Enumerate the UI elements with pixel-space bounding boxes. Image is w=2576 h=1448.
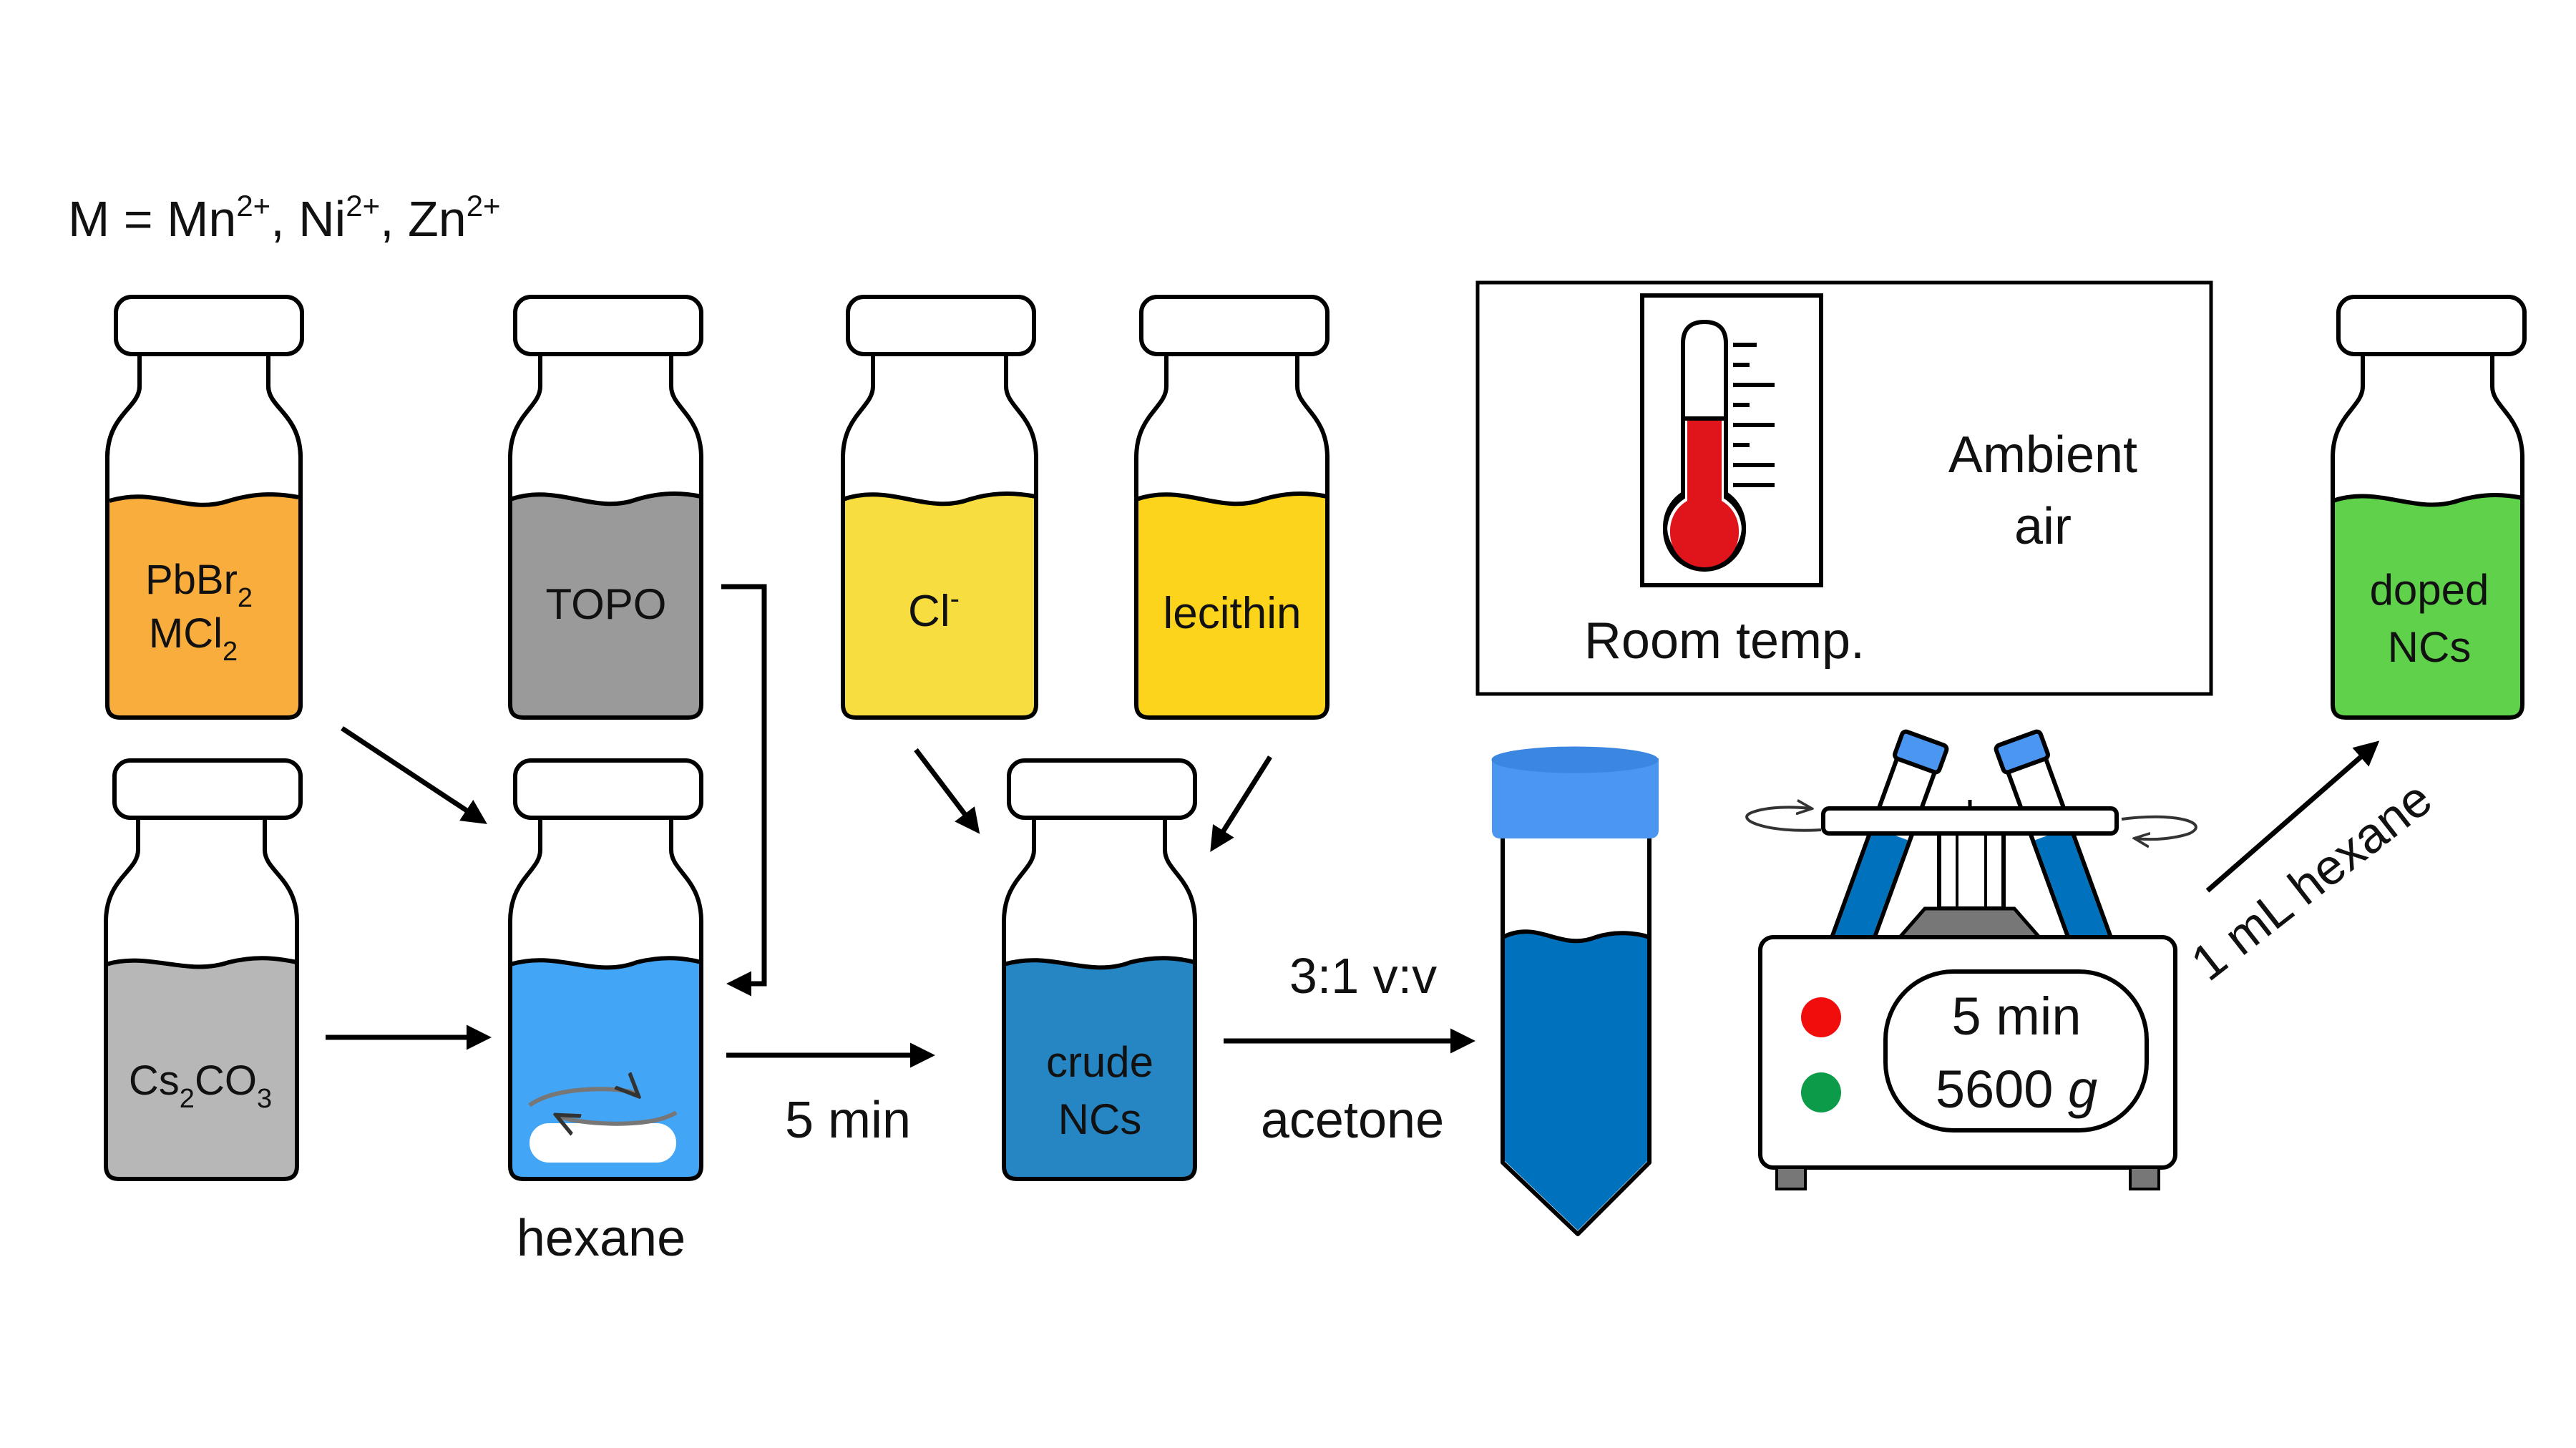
reaction-time-label: 5 min [785, 1092, 911, 1149]
doped-ncs-vial: doped NCs [2331, 295, 2527, 720]
precursor-label-mcl2: MCl2 [149, 610, 238, 667]
thermometer-icon [1640, 293, 1823, 587]
lecithin-label: lecithin [1163, 589, 1302, 638]
conditions-box: Room temp. Ambient air [1475, 280, 2213, 696]
rotation-arrow-icon [1745, 807, 1822, 832]
stirring-arrow-icon [528, 1089, 637, 1107]
precursor-vial: PbBr2 MCl2 [105, 295, 304, 720]
centrifuge: 5 min 5600 g [1745, 729, 2197, 1190]
antisolvent-ratio-label: 3:1 v:v [1289, 948, 1437, 1004]
room-temp-label: Room temp. [1584, 612, 1865, 670]
chloride-vial: Cl- [841, 295, 1038, 720]
arrow-centrifuge-to-doped [2205, 740, 2380, 893]
centrifuge-display [1883, 969, 2149, 1133]
ambient-air-label-line2: air [2014, 498, 2072, 555]
topo-vial: TOPO [508, 295, 703, 720]
metal-dopant-definition: M = Mn2+, Ni2+, Zn2+ [68, 189, 501, 247]
crude-ncs-label-line1: crude [1046, 1038, 1153, 1086]
reaction-vial: hexane [508, 758, 703, 1267]
lecithin-vial: lecithin [1134, 295, 1330, 720]
doped-ncs-label-line1: doped [2370, 566, 2489, 614]
stir-bar [530, 1123, 676, 1163]
arrow-topo-to-reaction [721, 584, 767, 997]
red-indicator-light [1801, 997, 1841, 1037]
crude-ncs-label-line2: NCs [1058, 1095, 1142, 1143]
arrow-chloride-to-crude [914, 748, 980, 834]
flow-arrows [326, 584, 2380, 1068]
cesium-carbonate-label: Cs2CO3 [129, 1057, 272, 1114]
ambient-air-label-line1: Ambient [1948, 426, 2137, 484]
rotation-arrow-icon [2121, 815, 2197, 839]
cesium-carbonate-vial: Cs2CO3 [104, 758, 303, 1181]
crude-ncs-vial: crude NCs [1002, 758, 1197, 1181]
topo-label: TOPO [546, 580, 667, 628]
tube-cap [1492, 758, 1659, 838]
stirring-arrow-icon [558, 1110, 678, 1124]
arrow-precursor-to-reaction [341, 726, 487, 824]
reaction-solvent-caption: hexane [517, 1210, 686, 1267]
centrifuge-speed-label: 5600 g [1936, 1060, 2097, 1119]
doped-ncs-label-line2: NCs [2388, 623, 2472, 671]
green-indicator-light [1801, 1072, 1841, 1112]
centrifuge-tube [1491, 746, 1659, 1236]
antisolvent-label: acetone [1261, 1092, 1444, 1149]
centrifuge-time-label: 5 min [1952, 987, 2082, 1046]
arrow-lecithin-to-crude [1210, 755, 1272, 852]
precursor-label-pbbr2: PbBr2 [145, 557, 253, 613]
chloride-label: Cl- [908, 583, 960, 636]
